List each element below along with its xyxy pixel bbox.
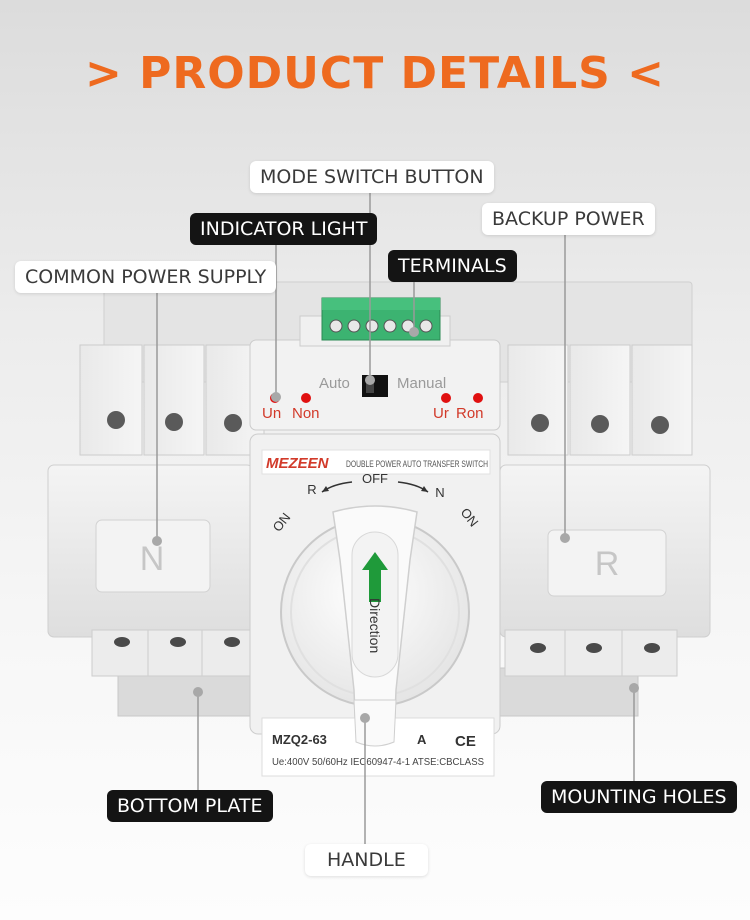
screw-icon	[224, 414, 242, 432]
pointer-dot-icon	[271, 392, 281, 402]
right-bottom-terminals	[504, 629, 678, 677]
mounting-hole-icon	[586, 643, 602, 653]
mode-manual-text: Manual	[397, 375, 446, 392]
terminal-screw-icon	[383, 319, 397, 333]
led-ur-text: Ur	[433, 405, 449, 422]
indicator-led-icon	[301, 393, 311, 403]
pointer-dot-icon	[560, 533, 570, 543]
pointer-dot-icon	[360, 713, 370, 723]
mounting-holes-label: MOUNTING HOLES	[541, 781, 737, 813]
indicator-light-label: INDICATOR LIGHT	[190, 213, 378, 245]
mode-switch-button-label: MODE SWITCH BUTTON	[250, 161, 494, 193]
pointer-dot-icon	[629, 683, 639, 693]
terminal-screw-icon	[329, 319, 343, 333]
terminal-screw-icon	[419, 319, 433, 333]
model-suffix: A	[417, 732, 427, 747]
ce-mark: CE	[455, 733, 476, 750]
side-r-text: R	[595, 545, 620, 583]
brand-strip	[261, 449, 491, 475]
handle-direction-text: Direction	[367, 598, 383, 653]
led-ron-text: Ron	[456, 405, 484, 422]
mounting-hole-icon	[644, 643, 660, 653]
leader-lines	[156, 192, 635, 846]
led-un-text: Un	[262, 405, 281, 422]
n-label-plate	[95, 519, 211, 593]
terminal-screw-icon	[365, 319, 379, 333]
left-top-terminals	[79, 344, 265, 456]
screw-icon	[591, 415, 609, 433]
bottom-plate-label: BOTTOM PLATE	[107, 790, 273, 822]
mounting-hole-icon	[114, 637, 130, 647]
pointer-dot-icon	[365, 375, 375, 385]
dial-n-text: N	[435, 485, 444, 500]
terminals-label: TERMINALS	[388, 250, 517, 282]
indicator-led-icon	[441, 393, 451, 403]
pointer-dot-icon	[409, 327, 419, 337]
dial-off-text: OFF	[362, 471, 388, 486]
screw-icon	[531, 414, 549, 432]
common-power-supply-label: COMMON POWER SUPPLY	[15, 261, 277, 293]
up-arrow-icon	[362, 552, 388, 602]
mounting-hole-icon	[224, 637, 240, 647]
mounting-hole-icon	[530, 643, 546, 653]
pointer-dot-icon	[152, 536, 162, 546]
dial-r-text: R	[307, 482, 316, 497]
mode-auto-text: Auto	[319, 375, 350, 392]
backup-power-label: BACKUP POWER	[482, 203, 655, 235]
page-title: > PRODUCT DETAILS <	[84, 48, 666, 99]
r-label-plate	[547, 529, 667, 597]
brand-name: MEZEEN	[266, 455, 330, 472]
mounting-hole-icon	[170, 637, 186, 647]
indicator-led-icon	[473, 393, 483, 403]
screw-icon	[107, 411, 125, 429]
green-terminal-block	[321, 297, 441, 341]
terminal-screw-icon	[347, 319, 361, 333]
right-top-terminals	[507, 344, 693, 456]
spec-line: Ue:400V 50/60Hz IEC60947-4-1 ATSE:CBCLAS…	[272, 757, 484, 768]
handle-label: HANDLE	[305, 844, 428, 876]
leader-dots	[152, 327, 639, 723]
led-non-text: Non	[292, 405, 320, 422]
screw-icon	[651, 416, 669, 434]
side-n-text: N	[140, 540, 165, 578]
pointer-dot-icon	[193, 687, 203, 697]
brand-description: DOUBLE POWER AUTO TRANSFER SWITCH	[346, 459, 488, 469]
left-bottom-terminals	[91, 629, 253, 677]
screw-icon	[165, 413, 183, 431]
model-number: MZQ2-63	[272, 732, 327, 747]
